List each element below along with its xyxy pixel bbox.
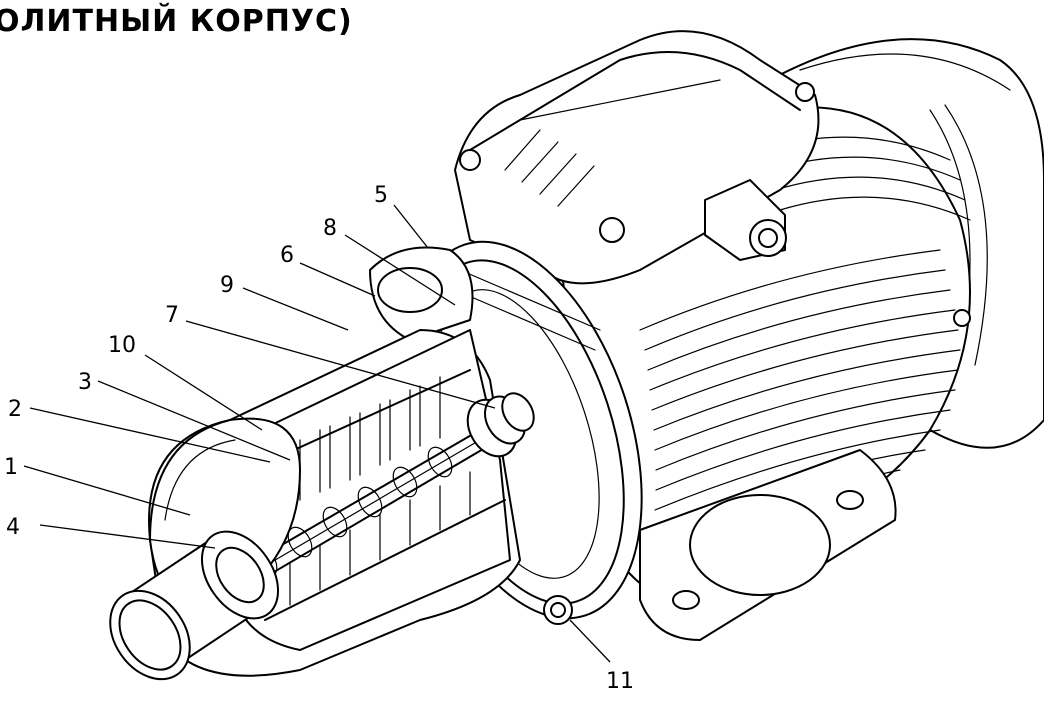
leader-lines [23, 204, 611, 663]
leader-8 [344, 234, 456, 306]
callout-labels: 1 2 3 4 5 6 7 8 9 10 11 [4, 183, 634, 694]
leader-1 [23, 465, 191, 516]
leader-7 [185, 320, 496, 409]
terminal-box [454, 30, 820, 285]
callout-1: 1 [4, 455, 18, 480]
callout-6: 6 [280, 243, 294, 268]
callout-9: 9 [220, 273, 234, 298]
mechanical-seal [466, 392, 535, 458]
callout-4: 4 [6, 515, 20, 540]
stage-diffusers-lower [264, 471, 506, 621]
mounting-foot [639, 309, 971, 641]
leader-11 [569, 619, 611, 663]
callout-11: 11 [606, 669, 634, 694]
leader-10 [144, 354, 263, 431]
suction-port [109, 530, 280, 681]
motor-body [454, 30, 1044, 641]
callout-5: 5 [374, 183, 388, 208]
leader-9 [242, 287, 349, 331]
leader-5 [393, 204, 429, 249]
leader-4 [39, 524, 216, 549]
callout-8: 8 [323, 216, 337, 241]
callout-7: 7 [165, 303, 179, 328]
callout-2: 2 [8, 397, 22, 422]
callout-10: 10 [108, 333, 136, 358]
callout-3: 3 [78, 370, 92, 395]
leader-6 [299, 262, 376, 297]
leader-3 [97, 380, 291, 461]
diagram-title: ОЛИТНЫЙ КОРПУС) [0, 4, 353, 39]
leader-2 [29, 407, 271, 463]
